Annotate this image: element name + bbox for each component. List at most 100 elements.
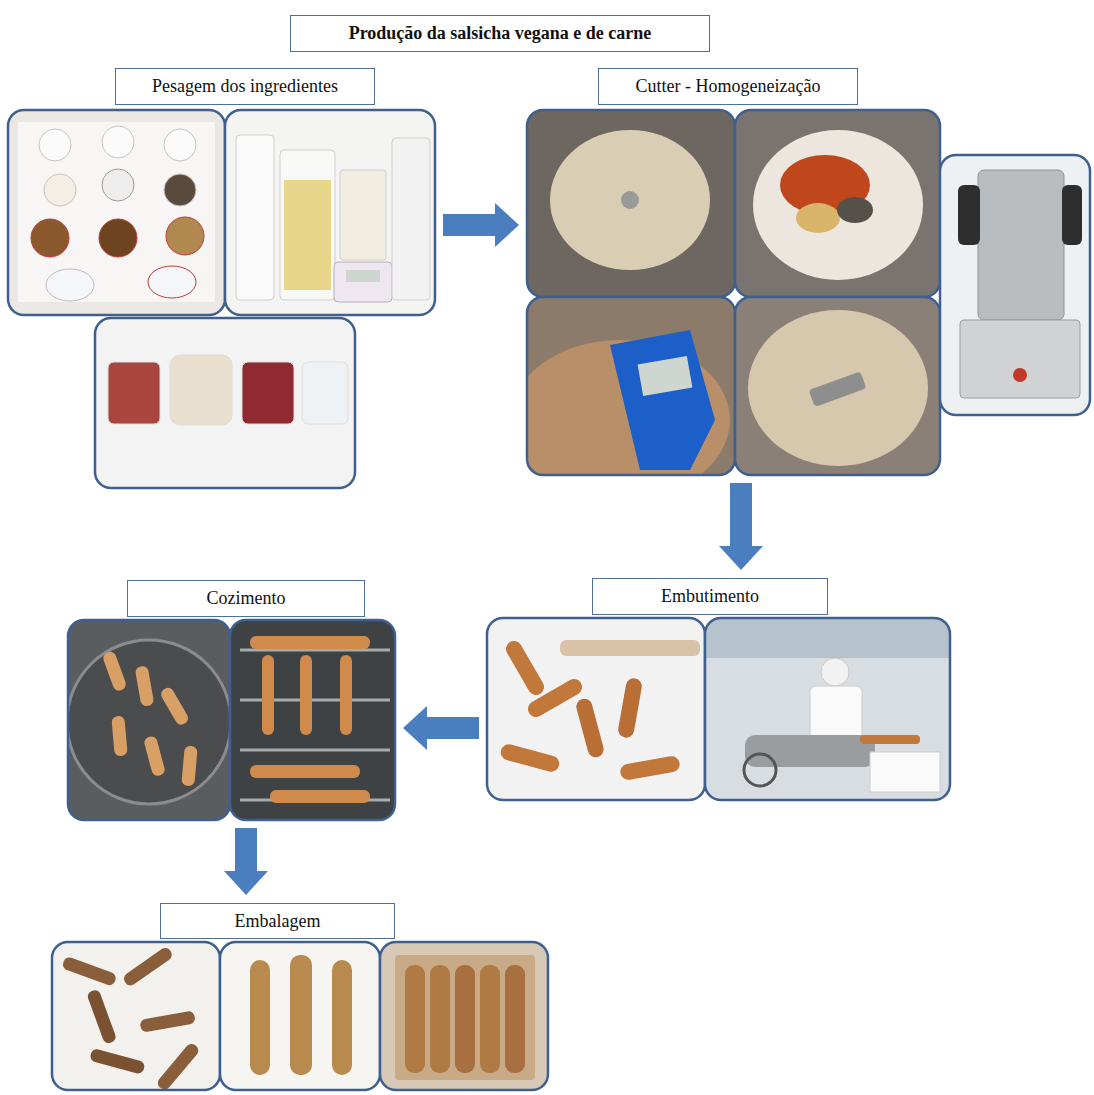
paste [748,310,928,466]
sausage [111,716,127,757]
photo-sausage-pile [52,942,220,1090]
thermometer-display [638,356,693,396]
spice [796,203,840,233]
crank-wheel [744,754,776,786]
sausage [250,636,370,649]
sausage [290,955,312,1075]
pepper [837,197,873,223]
bowl-ice [302,362,348,424]
sausage [250,960,270,1075]
cup [102,126,134,158]
photo-ground [735,110,940,297]
photo-meat [95,318,355,488]
handle [1062,185,1082,245]
photo-ground [735,297,940,475]
sausage [430,965,450,1073]
photo-ground [52,942,220,1090]
sausage [122,946,175,988]
stage-label-box: Cutter - Homogeneização [598,68,858,105]
photo-ground [527,110,735,297]
photo-frame [52,942,220,1090]
container [392,138,430,300]
sausage [405,965,425,1073]
photo-ground [68,620,230,820]
photo-frame [487,618,705,800]
stage-group: Pesagem dos ingredientes [8,68,435,488]
photo-cups [8,110,225,315]
sausage [499,743,561,774]
container [280,150,335,300]
photo-cooking-pot [68,620,230,820]
hair-net [821,658,849,686]
thermometer [610,330,715,470]
scale [334,262,392,302]
photo-frame [527,297,735,475]
bowl-meat [108,362,160,424]
stage-label-box: Cozimento [127,580,365,617]
sausage [181,745,197,786]
sausage [860,735,920,744]
flow-arrow [224,828,268,895]
photo-ground [8,110,225,315]
tray [18,122,215,302]
lab-wall [705,618,950,658]
stage-title: Embalagem [235,911,321,932]
stage-title: Pesagem dos ingredientes [152,76,338,97]
photo-frame [225,110,435,315]
stage-label-box: Embutimento [592,578,828,615]
photo-frame [68,620,230,820]
bowl-fat [170,355,232,425]
photo-frame [735,110,940,297]
stage-group: Embutimento [487,578,950,800]
photo-three-sausages [220,942,380,1090]
paste [753,130,923,280]
photo-containers [225,110,435,315]
sausage [135,665,155,707]
sausage [332,960,352,1075]
photo-package [380,942,548,1090]
sausage [102,650,128,692]
blade-hub [621,191,639,209]
photo-paste [735,297,940,475]
vacuum-pack [395,955,535,1080]
photo-ground [230,620,395,820]
cup [164,129,196,161]
photo-ground [95,318,355,488]
stage-title: Cozimento [207,588,286,609]
photo-rack [230,620,395,820]
photo-spices [735,110,940,297]
sausage [155,1041,200,1090]
sausage [270,790,370,803]
machine-base [960,320,1080,398]
pot [68,640,230,804]
sausage [505,965,525,1073]
sausage [139,1010,195,1032]
sausage [340,655,352,735]
photo-frame [705,618,950,800]
cup [99,219,137,257]
blade [809,371,867,407]
stuffer [745,735,875,767]
garlic [284,180,331,290]
cup [31,219,69,257]
stage-group: Cozimento [68,580,395,820]
stage-title: Cutter - Homogeneização [636,76,821,97]
casing-tube [560,640,700,656]
stage-group: Cutter - Homogeneização [527,68,1090,475]
photo-frame [380,942,548,1090]
cup [46,269,94,301]
cup [102,169,134,201]
photo-paste [527,110,735,297]
sausage [89,1048,145,1075]
scale-display [346,270,380,282]
stage-title: Embutimento [661,586,759,607]
cup [164,174,196,206]
tofu-box [340,170,386,260]
sausage [575,697,606,759]
sausage [143,735,166,777]
container [236,135,274,300]
sausage [617,677,643,739]
handle [958,185,980,245]
sausage [525,676,585,720]
